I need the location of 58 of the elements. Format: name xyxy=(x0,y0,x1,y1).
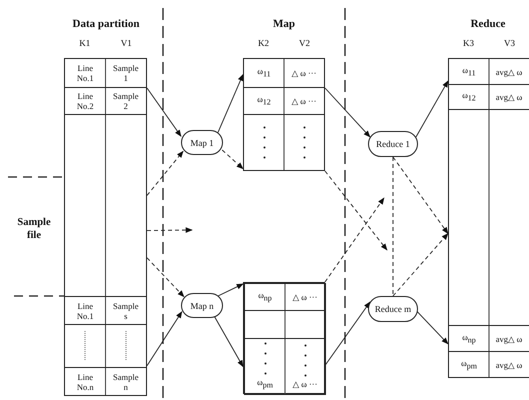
table-cell-text: △ ω ··· xyxy=(292,379,318,389)
table-row xyxy=(243,87,325,115)
table-row xyxy=(64,114,147,297)
table-row xyxy=(244,283,326,311)
arrow xyxy=(146,88,182,137)
dashed-arrow xyxy=(392,233,448,296)
arrow xyxy=(324,88,370,138)
section-heading: Reduce xyxy=(470,18,506,31)
table-frame xyxy=(243,282,325,394)
table-cell-text: Line No.n xyxy=(76,372,95,392)
dashed-arrow xyxy=(222,150,244,170)
column-header: V2 xyxy=(299,38,310,49)
arrow xyxy=(218,74,244,133)
table-row xyxy=(448,351,529,378)
dashed-arrow xyxy=(392,156,448,234)
dashed-arrow xyxy=(324,170,388,251)
column-header: V3 xyxy=(504,38,515,49)
table-cell-text: Line No.1 xyxy=(76,300,95,320)
arrow xyxy=(218,284,244,296)
section-heading: Map xyxy=(273,18,295,31)
table-cell-text: avg△ ω xyxy=(496,334,522,344)
column-header: K1 xyxy=(79,38,90,49)
table-row xyxy=(243,114,325,171)
dashed-arrow xyxy=(324,197,384,282)
table-row xyxy=(64,367,147,396)
table-row xyxy=(64,296,147,325)
dashed-arrow xyxy=(146,150,184,196)
side-label: Sample file xyxy=(16,216,52,242)
arrow xyxy=(146,311,182,366)
table-row xyxy=(64,324,147,368)
table-row xyxy=(64,58,147,88)
table-row xyxy=(244,338,326,395)
column-header: K3 xyxy=(463,38,474,49)
table-cell-text: Sample 1 xyxy=(112,63,140,83)
section-heading: Data partition xyxy=(72,18,140,31)
table-cell-text: Line No.1 xyxy=(76,63,95,83)
arrow xyxy=(416,310,448,344)
column-header: V1 xyxy=(120,38,132,49)
table-cell-text: Sample 2 xyxy=(112,91,140,111)
table-cell-text: Sample n xyxy=(112,372,140,392)
table-cell-text: △ ω ··· xyxy=(292,68,316,78)
table-row xyxy=(244,310,326,339)
table-cell-text: avg△ ω xyxy=(496,360,522,370)
table-cell-text: Sample s xyxy=(112,300,140,320)
arrow xyxy=(416,80,448,138)
table-cell-text: △ ω ··· xyxy=(292,292,318,302)
arrow xyxy=(214,316,244,368)
dashed-arrow xyxy=(146,227,193,233)
arrow xyxy=(324,301,370,366)
column-header: K2 xyxy=(258,38,269,49)
dashed-arrow xyxy=(146,257,184,298)
table-row xyxy=(448,58,529,85)
table-cell-text: avg△ ω xyxy=(496,66,522,76)
table-row xyxy=(243,58,325,88)
table-cell-text: avg△ ω xyxy=(496,92,522,102)
table-row xyxy=(64,87,147,115)
table-cell-text: △ ω ··· xyxy=(292,96,316,106)
table-cell-text: Line No.2 xyxy=(76,91,95,111)
